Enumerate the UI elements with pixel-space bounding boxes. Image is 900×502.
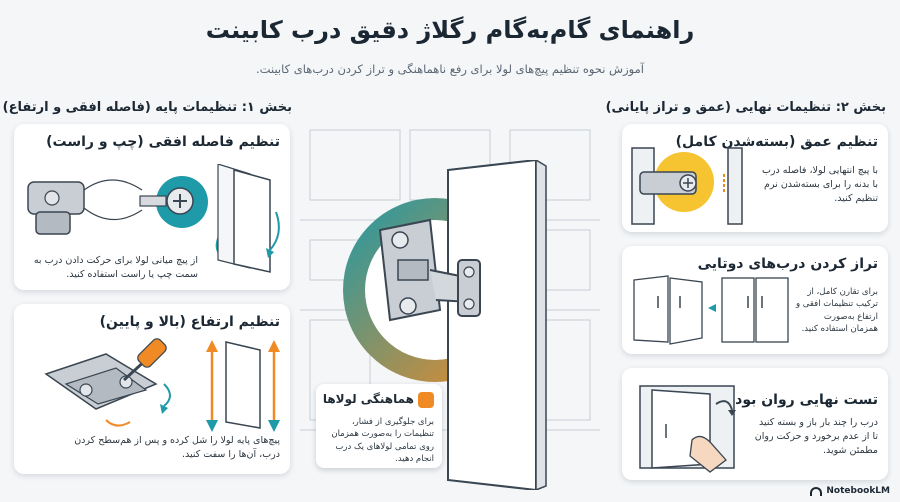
card-text-depth: با پیچ انتهایی لولا، فاصله درب با بدنه ر… [761,165,878,204]
depth-screw-illustration [631,147,743,225]
hand-icon [689,435,727,473]
double-doors-illustration [633,275,789,345]
hinge-coordination-callout: هماهنگی لولاها برای جلوگیری از فشار، تنظ… [316,384,442,468]
screw-icon [139,187,194,215]
section-title-part1: بخش ۱: تنظیمات پایه (فاصله افقی و ارتفاع… [2,100,292,115]
notebooklm-brand: NotebookLM [810,486,890,496]
card-depth-adjustment: تنظیم عمق (بسته‌شدن کامل) با پیچ انتهایی… [622,124,888,232]
door-lateral-move-illustration [215,164,280,273]
screwdriver-icon [122,338,167,382]
wrench-icon [418,392,434,408]
hinge-screw-illustration [27,176,208,235]
section-title-part2: بخش ۲: تنظیمات نهایی (عمق و تراز پایانی) [605,100,886,115]
card-text-horizontal: از پیچ میانی لولا برای حرکت دادن درب به … [33,255,198,280]
card-double-doors: تراز کردن درب‌های دوتایی برای تقارن کامل… [622,246,888,354]
card-horizontal-adjustment: تنظیم فاصله افقی (چپ و راست) از پیچ میان… [14,124,290,290]
card-text-double: برای تقارن کامل، از ترکیب تنظیمات افقی و… [795,287,878,334]
card-final-test: تست نهایی روان بودن درب را چند بار باز و… [622,368,888,480]
card-text-test: درب را چند بار باز و بسته کنید تا از عدم… [754,417,878,456]
page-subtitle: آموزش نحوه تنظیم پیچ‌های لولا برای رفع ن… [256,62,644,76]
callout-title: هماهنگی لولاها [322,392,414,406]
page-title: راهنمای گام‌به‌گام رگلاژ دقیق درب کابینت [205,16,695,44]
door-vertical-move-illustration [206,340,280,432]
card-title-horizontal: تنظیم فاصله افقی (چپ و راست) [46,134,280,150]
hinge-icon [378,218,481,322]
card-title-double: تراز کردن درب‌های دوتایی [697,256,878,272]
center-hinge-illustration [343,160,547,490]
card-title-test: تست نهایی روان بودن [723,392,878,408]
hinge-base-screwdriver-illustration [44,338,171,427]
callout-text: برای جلوگیری از فشار، تنظیمات را به‌صورت… [331,417,434,464]
card-title-depth: تنظیم عمق (بسته‌شدن کامل) [675,134,878,150]
card-title-height: تنظیم ارتفاع (بالا و پایین) [99,314,280,330]
notebooklm-logo-icon [810,486,823,496]
card-height-adjustment: تنظیم ارتفاع (بالا و پایین) پیچ‌های پایه… [14,304,290,474]
card-text-height: پیچ‌های پایه لولا را شل کرده و پس از هم‌… [74,435,280,460]
hand-door-test-illustration [639,385,736,473]
brand-name: NotebookLM [826,486,890,496]
